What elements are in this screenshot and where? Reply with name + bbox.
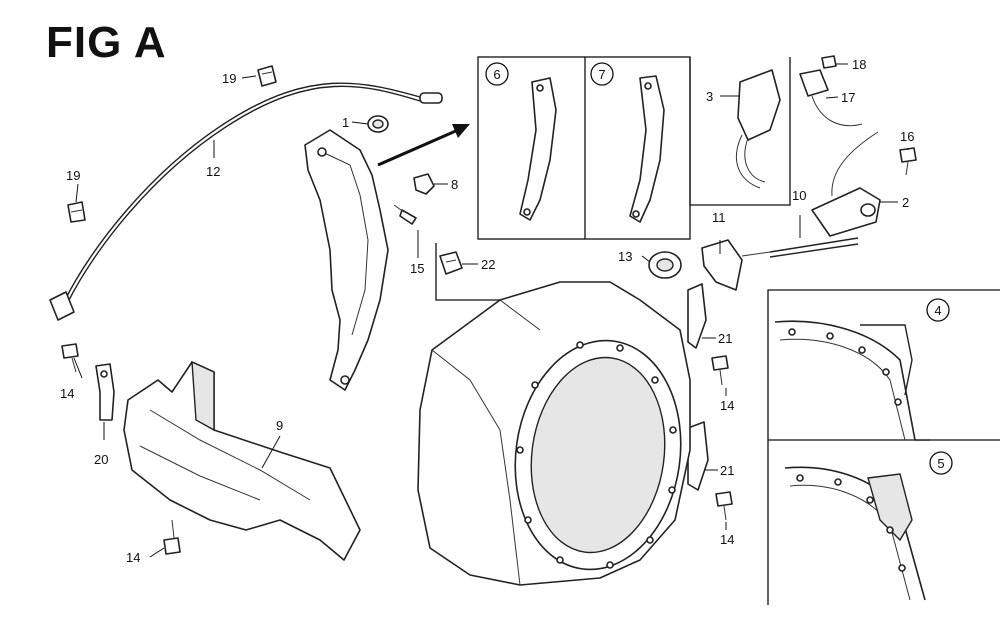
clip-part-22 <box>439 251 463 275</box>
bracket-part-17 <box>799 69 863 127</box>
circled-callout-4: 4 <box>926 298 950 322</box>
inset-frame-22 <box>435 243 508 301</box>
pointer-arrow <box>377 124 470 167</box>
cable-part-12 <box>49 82 443 321</box>
screw-part-18 <box>821 55 837 69</box>
callout-8: 8 <box>451 177 458 192</box>
bracket-part-6 <box>519 77 557 221</box>
bolt-part-14-right-lower <box>715 491 733 521</box>
svg-text:7: 7 <box>598 67 605 82</box>
circled-callout-7: 7 <box>590 62 614 86</box>
detail-inset-5 <box>784 466 926 601</box>
callout-14-left-lower: 14 <box>126 550 140 565</box>
callout-14-right-lower: 14 <box>720 532 734 547</box>
leader-lines <box>73 63 909 558</box>
callout-21-lower: 21 <box>720 463 734 478</box>
shroud-bolt-holes <box>516 341 677 569</box>
callout-14-right-upper: 14 <box>720 398 734 413</box>
inset-frame-4-5 <box>767 289 1000 605</box>
callout-labels: 19 12 19 1 8 15 22 3 18 17 16 2 10 11 13… <box>60 57 914 565</box>
fan-shroud <box>417 281 691 586</box>
callout-17: 17 <box>841 90 855 105</box>
clip-part-8 <box>413 173 435 195</box>
callout-12: 12 <box>206 164 220 179</box>
screw-part-16 <box>899 147 917 176</box>
callout-2: 2 <box>902 195 909 210</box>
callout-10: 10 <box>792 188 806 203</box>
callout-15: 15 <box>410 261 424 276</box>
grommet-part-1 <box>367 115 389 133</box>
detail-inset-4 <box>774 320 930 441</box>
callout-11: 11 <box>712 210 726 225</box>
side-bracket <box>304 129 389 391</box>
callout-19-upper: 19 <box>222 71 236 86</box>
circled-callout-6: 6 <box>485 62 509 86</box>
callout-9: 9 <box>276 418 283 433</box>
switch-part-3 <box>735 69 781 189</box>
unit-part-2 <box>811 131 881 237</box>
callout-22: 22 <box>481 257 495 272</box>
svg-text:5: 5 <box>937 456 944 471</box>
clip-part-19-upper <box>257 65 277 87</box>
callout-18: 18 <box>852 57 866 72</box>
clip-part-21-upper <box>687 283 707 349</box>
clip-part-19-lower <box>67 201 86 223</box>
wire-part-10 <box>769 237 859 258</box>
callout-1: 1 <box>342 115 349 130</box>
svg-text:6: 6 <box>493 67 500 82</box>
bolt-part-14-left-upper <box>61 343 79 373</box>
bolt-part-14-right-upper <box>711 355 729 386</box>
grommet-part-13 <box>648 251 682 279</box>
bracket-part-7 <box>629 75 665 223</box>
figure-title: FIG A <box>46 18 167 67</box>
circled-callout-5: 5 <box>929 451 953 475</box>
callout-3: 3 <box>706 89 713 104</box>
clip-part-21-lower <box>687 421 709 491</box>
callout-16: 16 <box>900 129 914 144</box>
stay-part-20 <box>95 363 115 421</box>
callout-13: 13 <box>618 249 632 264</box>
callout-21-upper: 21 <box>718 331 732 346</box>
svg-text:4: 4 <box>934 303 941 318</box>
callout-20: 20 <box>94 452 108 467</box>
callout-19-lower: 19 <box>66 168 80 183</box>
bolt-part-14-left-lower <box>163 519 181 555</box>
sensor-part-11 <box>701 239 771 291</box>
cover-part-9 <box>123 360 361 561</box>
screw-part-15 <box>393 204 417 225</box>
inset-frame-3 <box>689 57 791 206</box>
callout-14-left-upper: 14 <box>60 386 74 401</box>
